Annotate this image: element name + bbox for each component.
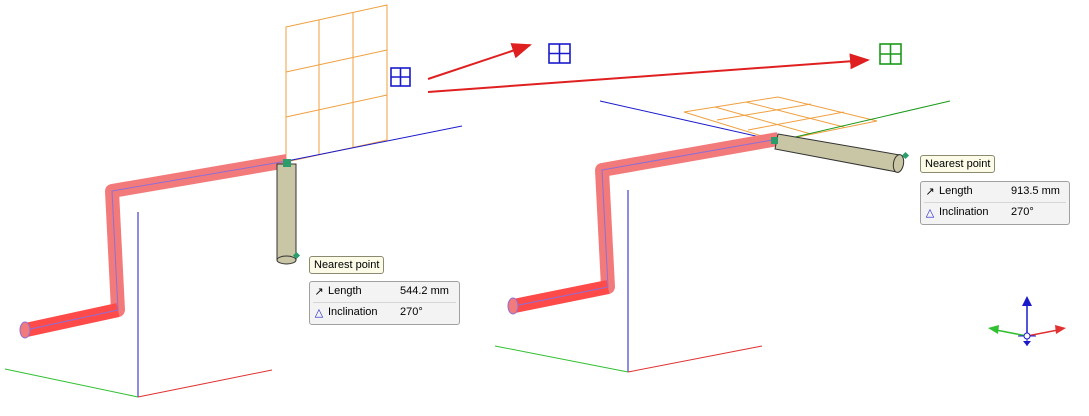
- length-arrow-icon: ↗: [314, 286, 324, 298]
- left-inclination-value: 270°: [400, 306, 423, 318]
- left-reference-line: [286, 125, 463, 162]
- right-inclination-value: 270°: [1011, 206, 1034, 218]
- right-inclination-label: Inclination: [939, 206, 989, 218]
- inclination-triangle-icon: △: [925, 207, 935, 219]
- length-arrow-icon: ↗: [925, 186, 935, 198]
- left-inclination-label: Inclination: [328, 306, 378, 318]
- right-workplane-grid: [683, 96, 878, 142]
- right-snap-point: [771, 137, 778, 144]
- inclination-triangle-icon: △: [314, 307, 324, 319]
- arrow-to-green-plane: [427, 53, 870, 93]
- arrow-to-blue-plane: [427, 43, 532, 80]
- right-green-reference-line: [777, 100, 951, 142]
- left-measure-panel: ↗ Length 544.2 mm △ Inclination 270°: [309, 281, 460, 325]
- left-x-axis-line: [137, 369, 273, 398]
- left-panel-divider: [313, 302, 456, 303]
- right-measure-panel: ↗ Length 913.5 mm △ Inclination 270°: [920, 181, 1070, 225]
- right-nearest-point-tooltip: Nearest point: [920, 155, 996, 173]
- right-end-marker: [901, 151, 910, 160]
- right-length-value: 913.5 mm: [1011, 185, 1060, 197]
- left-workplane-grid: [285, 4, 388, 163]
- right-length-row: ↗ Length 913.5 mm: [921, 182, 1069, 202]
- left-length-value: 544.2 mm: [400, 285, 449, 297]
- right-x-axis-line: [627, 345, 763, 373]
- axis-triad-icon: [988, 296, 1066, 346]
- right-length-label: Length: [939, 185, 973, 197]
- left-green-axis-line: [4, 368, 139, 398]
- right-new-pipe[interactable]: [774, 133, 905, 173]
- left-length-row: ↗ Length 544.2 mm: [310, 282, 459, 302]
- left-nearest-point-tooltip: Nearest point: [309, 256, 385, 274]
- left-end-marker: [292, 251, 301, 260]
- workplane-grid-icon: [390, 67, 411, 87]
- right-panel-divider: [924, 202, 1066, 203]
- workplane-xz-icon: [548, 43, 571, 64]
- left-snap-point: [283, 159, 291, 167]
- right-green-axis-line: [494, 345, 629, 373]
- right-blue-reference-line: [599, 100, 779, 142]
- left-new-pipe[interactable]: [276, 163, 297, 265]
- left-highlighted-pipe[interactable]: [19, 154, 289, 339]
- right-inclination-row: △ Inclination 270°: [921, 203, 1069, 223]
- right-highlighted-pipe[interactable]: [507, 132, 780, 315]
- right-view: [494, 96, 1066, 373]
- left-view: [4, 4, 902, 398]
- left-length-label: Length: [328, 285, 362, 297]
- workplane-xy-icon: [879, 43, 902, 65]
- left-inclination-row: △ Inclination 270°: [310, 303, 459, 323]
